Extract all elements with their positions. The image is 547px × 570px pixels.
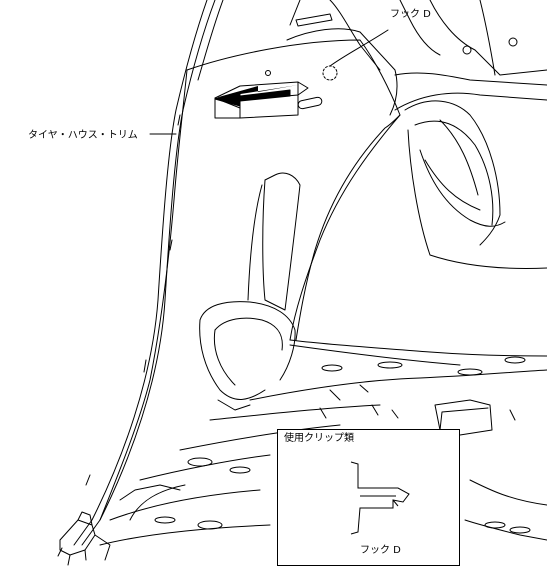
inset-caption: フック D — [360, 545, 401, 556]
seat-belt-loop — [199, 301, 296, 411]
inset-title: 使用クリップ類 — [284, 433, 354, 444]
lower-bracket — [57, 511, 111, 566]
wheel-house-opening — [404, 100, 547, 269]
body-frame — [73, 0, 224, 546]
clip-inset-box: 使用クリップ類 フック D — [277, 429, 460, 566]
hook-d-clip-drawing — [350, 461, 410, 535]
pull-direction-arrow[interactable] — [214, 81, 309, 119]
hook-d-clip-marker — [322, 65, 338, 81]
upper-body-panel — [286, 0, 547, 116]
tire-house-trim-label: タイヤ・ハウス・トリム — [28, 130, 138, 141]
tire-house-trim — [99, 29, 401, 521]
hook-d-label: フック D — [390, 9, 431, 20]
hook-leader-line — [329, 29, 389, 67]
